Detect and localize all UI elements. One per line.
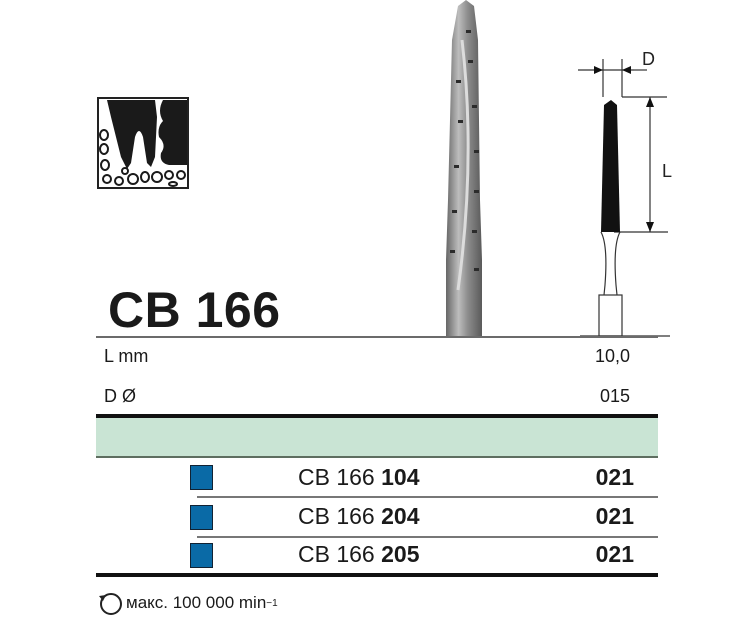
spec-label-length: L mm — [104, 346, 149, 366]
title-divider — [96, 336, 658, 338]
variant-code: CB 166 104 — [298, 464, 420, 490]
spec-divider — [96, 414, 658, 418]
shank-type-square — [190, 505, 213, 530]
product-title: CB 166 — [108, 282, 281, 338]
color-band — [96, 418, 658, 456]
variant-code: CB 166 205 — [298, 541, 420, 567]
table-bottom-divider — [96, 573, 658, 577]
max-speed-text: макс. 100 000 min — [126, 593, 267, 612]
bur-dimension-drawing: D L — [570, 45, 690, 337]
variant-pack: 021 — [595, 541, 634, 567]
spec-value-length: 10,0 — [594, 346, 630, 366]
svg-text:D: D — [642, 49, 655, 69]
max-speed: макс. 100 000 min−1 — [97, 588, 278, 618]
shank-type-square — [190, 465, 213, 490]
spec-value-diameter: 015 — [599, 386, 630, 406]
row-divider — [197, 496, 658, 498]
tooth-bone-section-icon — [97, 97, 189, 189]
svg-text:L: L — [662, 161, 672, 181]
row-divider — [197, 536, 658, 538]
variant-code: CB 166 204 — [298, 503, 420, 529]
band-divider — [96, 456, 658, 458]
variant-pack: 021 — [595, 464, 634, 490]
bur-photo — [436, 0, 496, 336]
spec-label-diameter: D Ø — [104, 386, 137, 406]
shank-type-square — [190, 543, 213, 568]
variant-pack: 021 — [595, 503, 634, 529]
max-speed-unit-exponent: −1 — [266, 597, 278, 609]
rotation-icon — [99, 593, 122, 615]
